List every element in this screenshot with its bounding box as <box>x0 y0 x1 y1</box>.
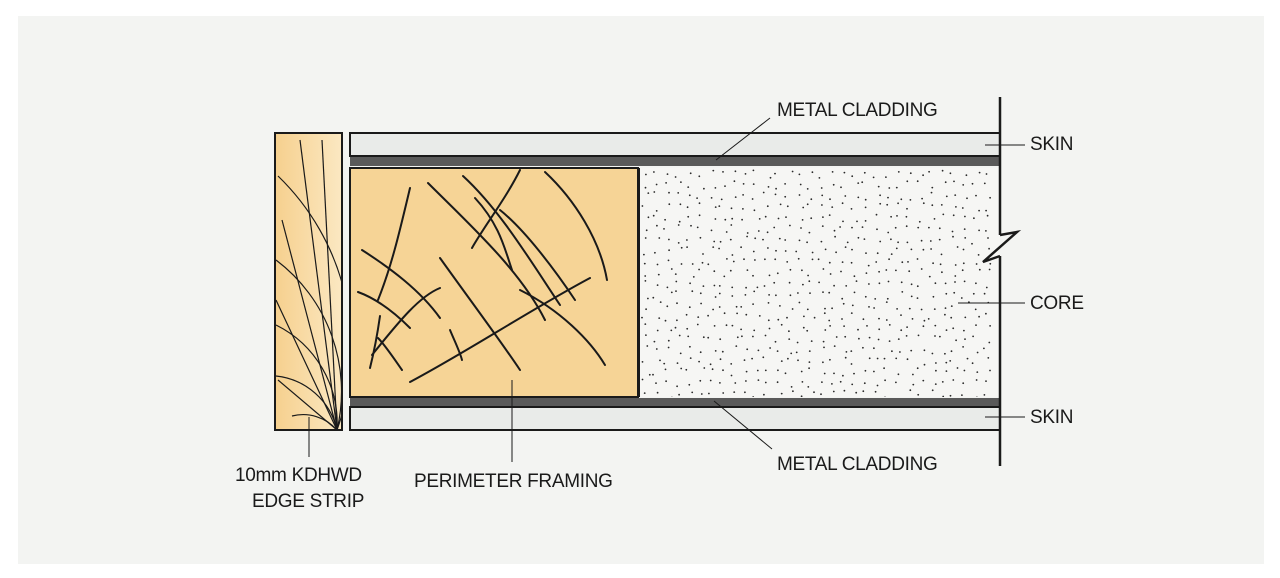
label-metal-cladding-bottom: METAL CLADDING <box>777 454 938 475</box>
break-line <box>982 97 1022 466</box>
top-skin <box>349 132 1001 157</box>
edge-strip <box>274 132 343 431</box>
label-edge-strip-line2: EDGE STRIP <box>252 491 364 512</box>
perimeter-framing <box>349 167 639 398</box>
leader-metal-cladding-top <box>715 117 771 161</box>
label-perimeter-framing: PERIMETER FRAMING <box>414 471 613 492</box>
leader-lines <box>308 117 1025 462</box>
label-edge-strip-line1: 10mm KDHWD <box>235 465 362 486</box>
label-skin-bottom: SKIN <box>1030 407 1073 428</box>
bottom-skin <box>349 406 1001 431</box>
label-core: CORE <box>1030 293 1084 314</box>
core <box>638 168 1000 397</box>
label-metal-cladding-top: METAL CLADDING <box>777 100 938 121</box>
bottom-metal-cladding <box>350 398 1000 406</box>
leader-metal-cladding-bottom <box>713 400 773 450</box>
top-metal-cladding <box>350 157 1000 166</box>
label-skin-top: SKIN <box>1030 134 1073 155</box>
